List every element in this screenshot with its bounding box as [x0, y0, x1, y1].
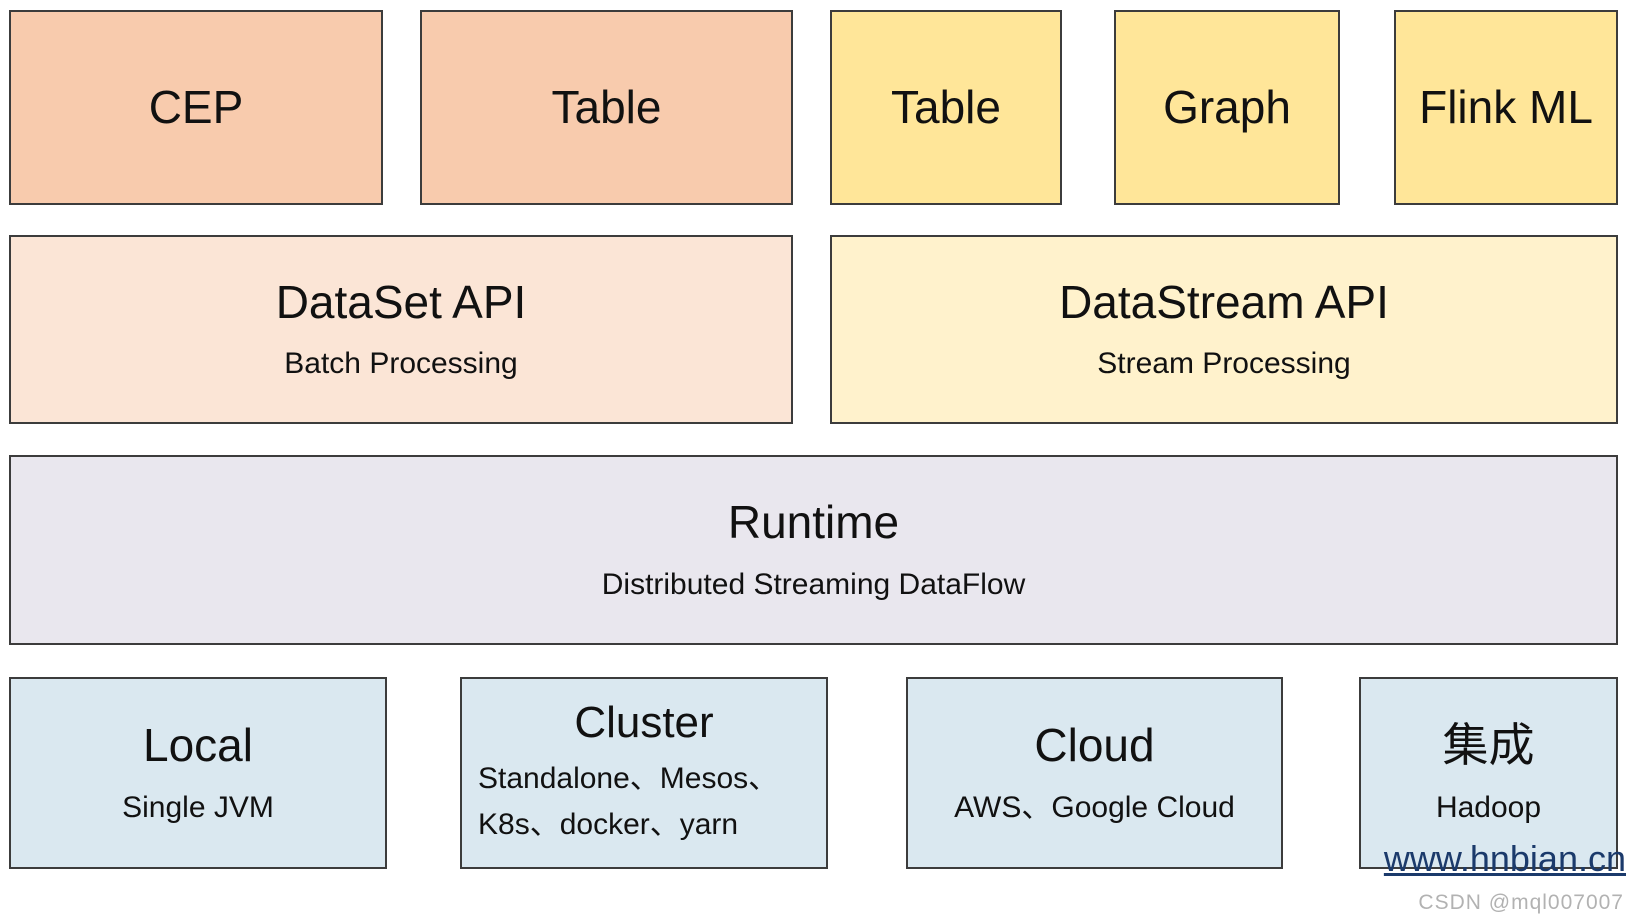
local-subtitle: Single JVM	[122, 790, 274, 824]
cluster-box: Cluster Standalone、Mesos、 K8s、docker、yar…	[460, 677, 828, 869]
local-box: Local Single JVM	[9, 677, 387, 869]
cloud-subtitle: AWS、Google Cloud	[954, 790, 1235, 824]
cep-box: CEP	[9, 10, 383, 205]
dataset-api-subtitle: Batch Processing	[284, 347, 518, 381]
runtime-subtitle: Distributed Streaming DataFlow	[601, 567, 1026, 601]
graph-label: Graph	[1163, 81, 1291, 134]
flink-ml-box: Flink ML	[1394, 10, 1618, 205]
datastream-api-box: DataStream API Stream Processing	[830, 235, 1618, 424]
cloud-title: Cloud	[1034, 719, 1155, 772]
cluster-line-2: K8s、docker、yarn	[478, 808, 739, 841]
cluster-line-1: Standalone、Mesos、	[478, 761, 779, 795]
dataset-api-title: DataSet API	[275, 275, 527, 328]
flink-ml-label: Flink ML	[1419, 81, 1593, 134]
hnbian-watermark-link[interactable]: www.hnbian.cn	[1383, 838, 1626, 879]
table-batch-box: Table	[420, 10, 793, 205]
integration-subtitle: Hadoop	[1435, 790, 1542, 824]
cep-label: CEP	[148, 81, 244, 134]
dataset-api-box: DataSet API Batch Processing	[9, 235, 793, 424]
runtime-box: Runtime Distributed Streaming DataFlow	[9, 455, 1618, 645]
table-stream-box: Table	[830, 10, 1062, 205]
integration-title: 集成	[1442, 719, 1535, 772]
cloud-box: Cloud AWS、Google Cloud	[906, 677, 1283, 869]
table-batch-label: Table	[551, 81, 662, 134]
datastream-api-subtitle: Stream Processing	[1097, 347, 1351, 381]
graph-box: Graph	[1114, 10, 1340, 205]
csdn-watermark: CSDN @mql007007	[1418, 891, 1624, 914]
integration-box: 集成 Hadoop	[1359, 677, 1618, 869]
datastream-api-title: DataStream API	[1059, 275, 1389, 328]
table-stream-label: Table	[891, 81, 1001, 134]
runtime-title: Runtime	[727, 496, 900, 549]
local-title: Local	[143, 719, 253, 772]
cluster-title: Cluster	[574, 697, 714, 747]
